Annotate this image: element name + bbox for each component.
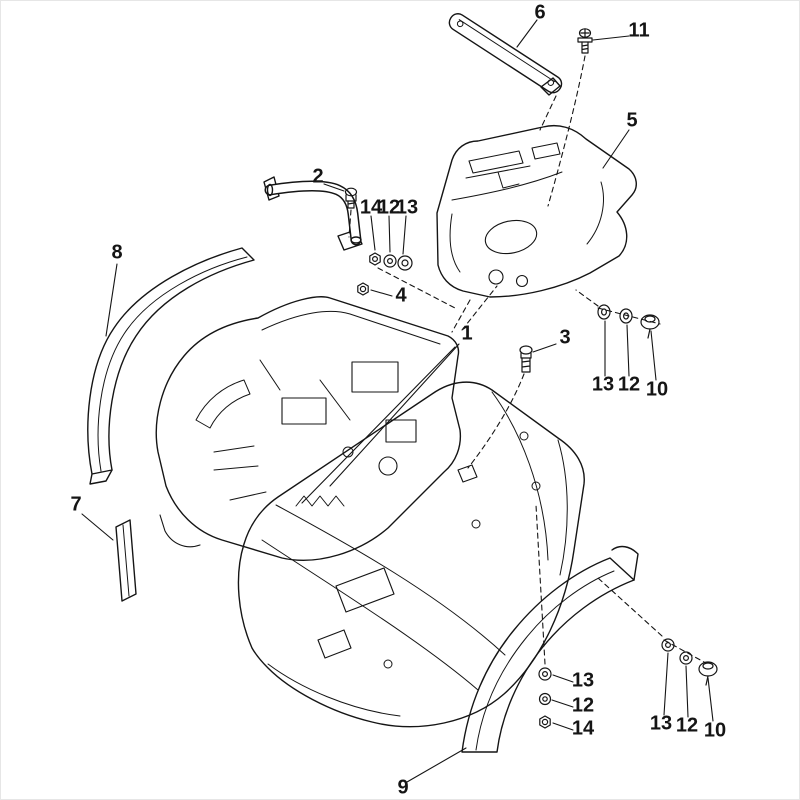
assembly-axes — [348, 55, 705, 665]
fastener-stack-bottom — [538, 667, 552, 729]
washer-group-center — [369, 252, 413, 271]
part-1-inner-body — [155, 296, 462, 561]
part-11-bolt — [577, 28, 593, 54]
part-5-front-panel — [436, 124, 637, 298]
part-6-rail — [448, 13, 563, 96]
part-8-left-trim — [87, 247, 255, 485]
part-9-right-trim — [461, 545, 639, 753]
part-7-strip — [115, 519, 137, 602]
leader-lines — [81, 19, 714, 783]
bolt-2-fastener — [344, 187, 358, 209]
part-3-bolt — [519, 345, 533, 373]
part-1-outer-fender — [237, 381, 585, 728]
washer-group-bottom-right — [661, 638, 718, 686]
part-4-nut — [357, 282, 369, 296]
part-2-bracket — [263, 176, 363, 251]
washer-group-right — [597, 304, 660, 339]
